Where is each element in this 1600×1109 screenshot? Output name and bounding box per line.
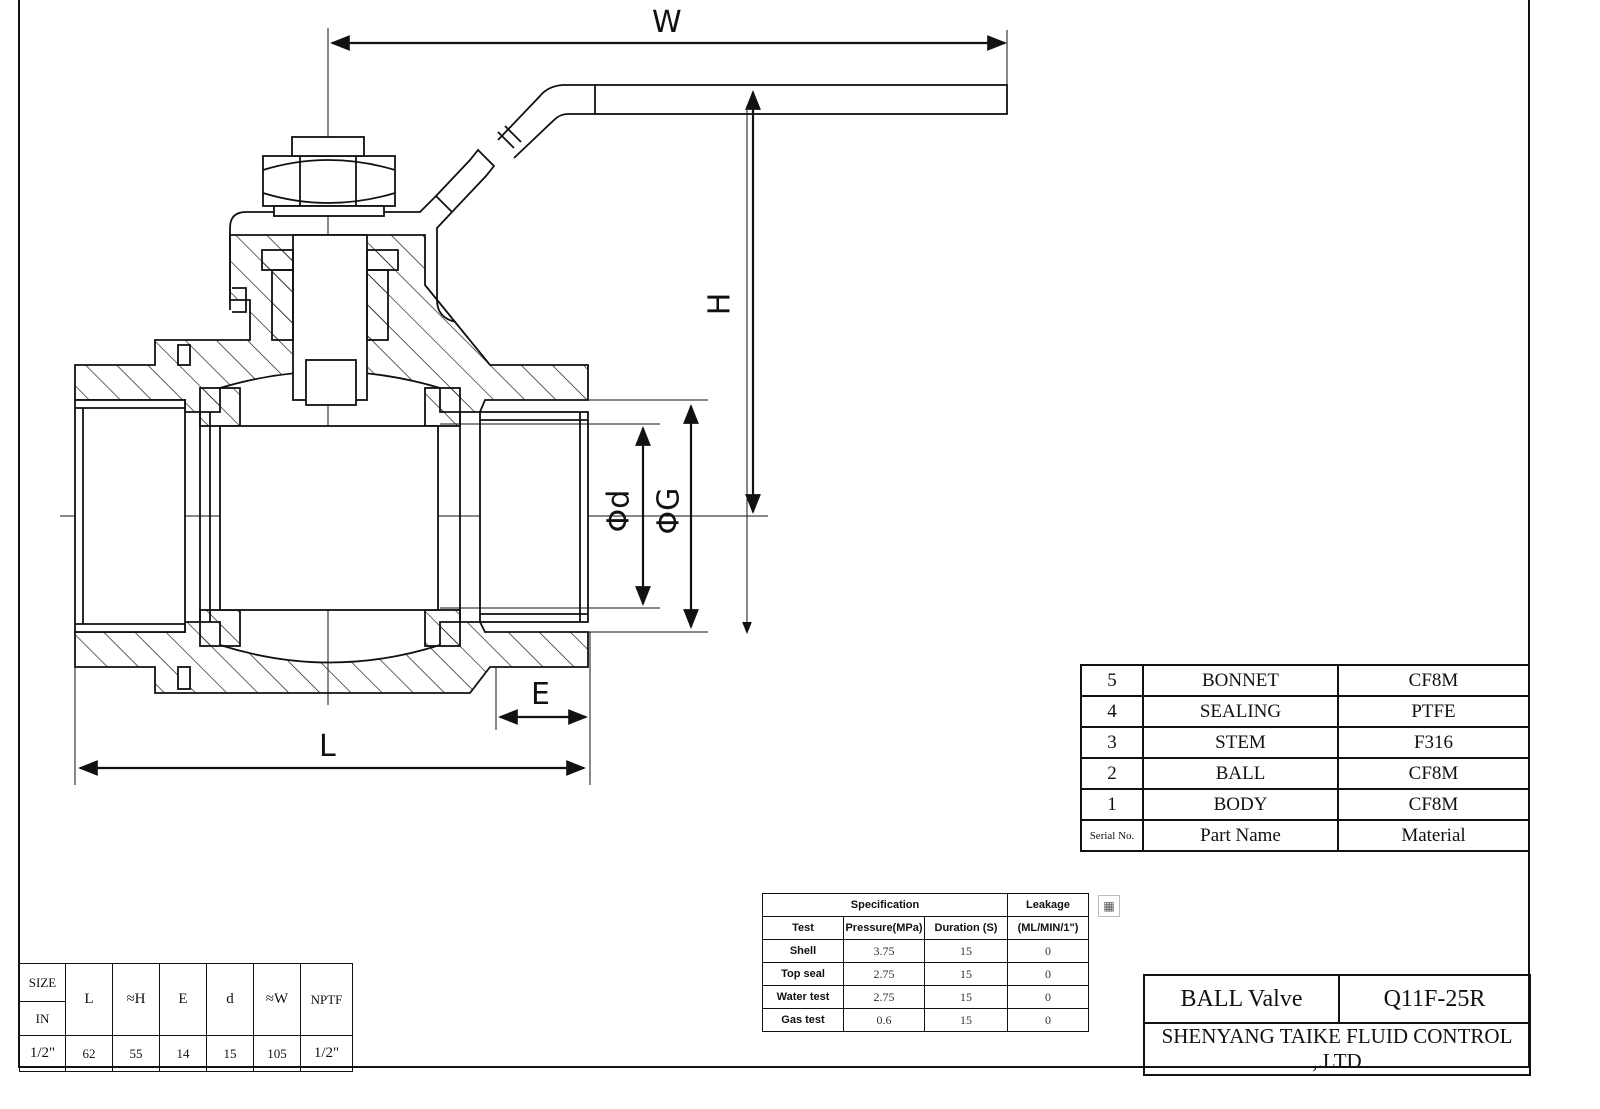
- material-cell: PTFE: [1337, 695, 1530, 728]
- pressure-header: Pressure(MPa): [843, 916, 925, 940]
- product-code: Q11F-25R: [1338, 974, 1531, 1024]
- size-table: SIZE L ≈H E d ≈W NPTF IN 1/2" 62 55 14 1…: [19, 963, 353, 1072]
- h-header: ≈H: [112, 963, 160, 1036]
- table-row: Top seal 2.75 15 0: [762, 962, 1089, 986]
- in-header: IN: [19, 1001, 66, 1036]
- material-cell: CF8M: [1337, 664, 1530, 697]
- d-header: d: [206, 963, 254, 1036]
- serial-cell: 4: [1080, 695, 1144, 728]
- material-cell: F316: [1337, 726, 1530, 759]
- w-header: ≈W: [253, 963, 301, 1036]
- leak-cell: 0: [1007, 985, 1089, 1009]
- duration-cell: 15: [924, 962, 1008, 986]
- l-cell: 62: [65, 1035, 113, 1072]
- pressure-cell: 2.75: [843, 985, 925, 1009]
- e-label: E: [531, 677, 550, 712]
- d-cell: 15: [206, 1035, 254, 1072]
- test-header: Test: [762, 916, 844, 940]
- l-header: L: [65, 963, 113, 1036]
- test-cell: Gas test: [762, 1008, 844, 1032]
- part-name-cell: BALL: [1142, 757, 1339, 790]
- table-row: Shell 3.75 15 0: [762, 939, 1089, 963]
- valve-body: [74, 234, 589, 694]
- table-row: 1/2" 62 55 14 15 105 1/2": [19, 1035, 353, 1072]
- pressure-cell: 2.75: [843, 962, 925, 986]
- phi-d-label: Φd: [601, 489, 637, 533]
- table-row: 1 BODY CF8M: [1080, 788, 1530, 821]
- nptf-cell: 1/2": [300, 1035, 353, 1072]
- table-row: Gas test 0.6 15 0: [762, 1008, 1089, 1032]
- handle: [229, 84, 1008, 323]
- h-cell: 55: [112, 1035, 160, 1072]
- company-name: SHENYANG TAIKE FLUID CONTROL ,.LTD: [1143, 1022, 1531, 1076]
- leak-cell: 0: [1007, 962, 1089, 986]
- phi-g-label: ΦG: [651, 487, 687, 535]
- table-row: 2 BALL CF8M: [1080, 757, 1530, 790]
- table-header-row: Serial No. Part Name Material: [1080, 819, 1530, 852]
- leak-cell: 0: [1007, 939, 1089, 963]
- part-name-cell: BODY: [1142, 788, 1339, 821]
- size-header: SIZE: [19, 963, 66, 1002]
- material-header: Material: [1337, 819, 1530, 852]
- w-label: W: [652, 5, 682, 40]
- test-cell: Water test: [762, 985, 844, 1009]
- drawing-frame: [18, 0, 1530, 1068]
- part-name-cell: STEM: [1142, 726, 1339, 759]
- pressure-cell: 0.6: [843, 1008, 925, 1032]
- stem-nut: [262, 136, 396, 217]
- material-cell: CF8M: [1337, 788, 1530, 821]
- l-label: L: [319, 729, 336, 764]
- specification-header: Specification: [762, 893, 1008, 917]
- part-name-cell: BONNET: [1142, 664, 1339, 697]
- serial-cell: 1: [1080, 788, 1144, 821]
- table-row: 5 BONNET CF8M: [1080, 664, 1530, 697]
- duration-cell: 15: [924, 1008, 1008, 1032]
- h-label: H: [702, 292, 738, 316]
- duration-cell: 15: [924, 939, 1008, 963]
- parts-table: 5 BONNET CF8M 4 SEALING PTFE 3 STEM F316…: [1080, 664, 1530, 852]
- e-cell: 14: [159, 1035, 207, 1072]
- serial-header: Serial No.: [1080, 819, 1144, 852]
- test-cell: Top seal: [762, 962, 844, 986]
- table-row: 4 SEALING PTFE: [1080, 695, 1530, 728]
- table-row: 3 STEM F316: [1080, 726, 1530, 759]
- test-cell: Shell: [762, 939, 844, 963]
- serial-cell: 2: [1080, 757, 1144, 790]
- table-icon[interactable]: ▦: [1098, 895, 1120, 917]
- part-name-header: Part Name: [1142, 819, 1339, 852]
- part-name-cell: SEALING: [1142, 695, 1339, 728]
- duration-cell: 15: [924, 985, 1008, 1009]
- leakage-header: Leakage: [1007, 893, 1089, 917]
- leak-unit-header: (ML/MIN/1"): [1007, 916, 1089, 940]
- w-cell: 105: [253, 1035, 301, 1072]
- e-header: E: [159, 963, 207, 1036]
- table-row: Water test 2.75 15 0: [762, 985, 1089, 1009]
- specification-table: Specification Leakage Test Pressure(MPa)…: [762, 893, 1089, 1032]
- title-block: BALL Valve Q11F-25R SHENYANG TAIKE FLUID…: [1143, 974, 1531, 1076]
- nptf-header: NPTF: [300, 963, 353, 1036]
- serial-cell: 3: [1080, 726, 1144, 759]
- pressure-cell: 3.75: [843, 939, 925, 963]
- in-cell: 1/2": [19, 1035, 66, 1072]
- leak-cell: 0: [1007, 1008, 1089, 1032]
- product-name: BALL Valve: [1143, 974, 1340, 1024]
- serial-cell: 5: [1080, 664, 1144, 697]
- material-cell: CF8M: [1337, 757, 1530, 790]
- duration-header: Duration (S): [924, 916, 1008, 940]
